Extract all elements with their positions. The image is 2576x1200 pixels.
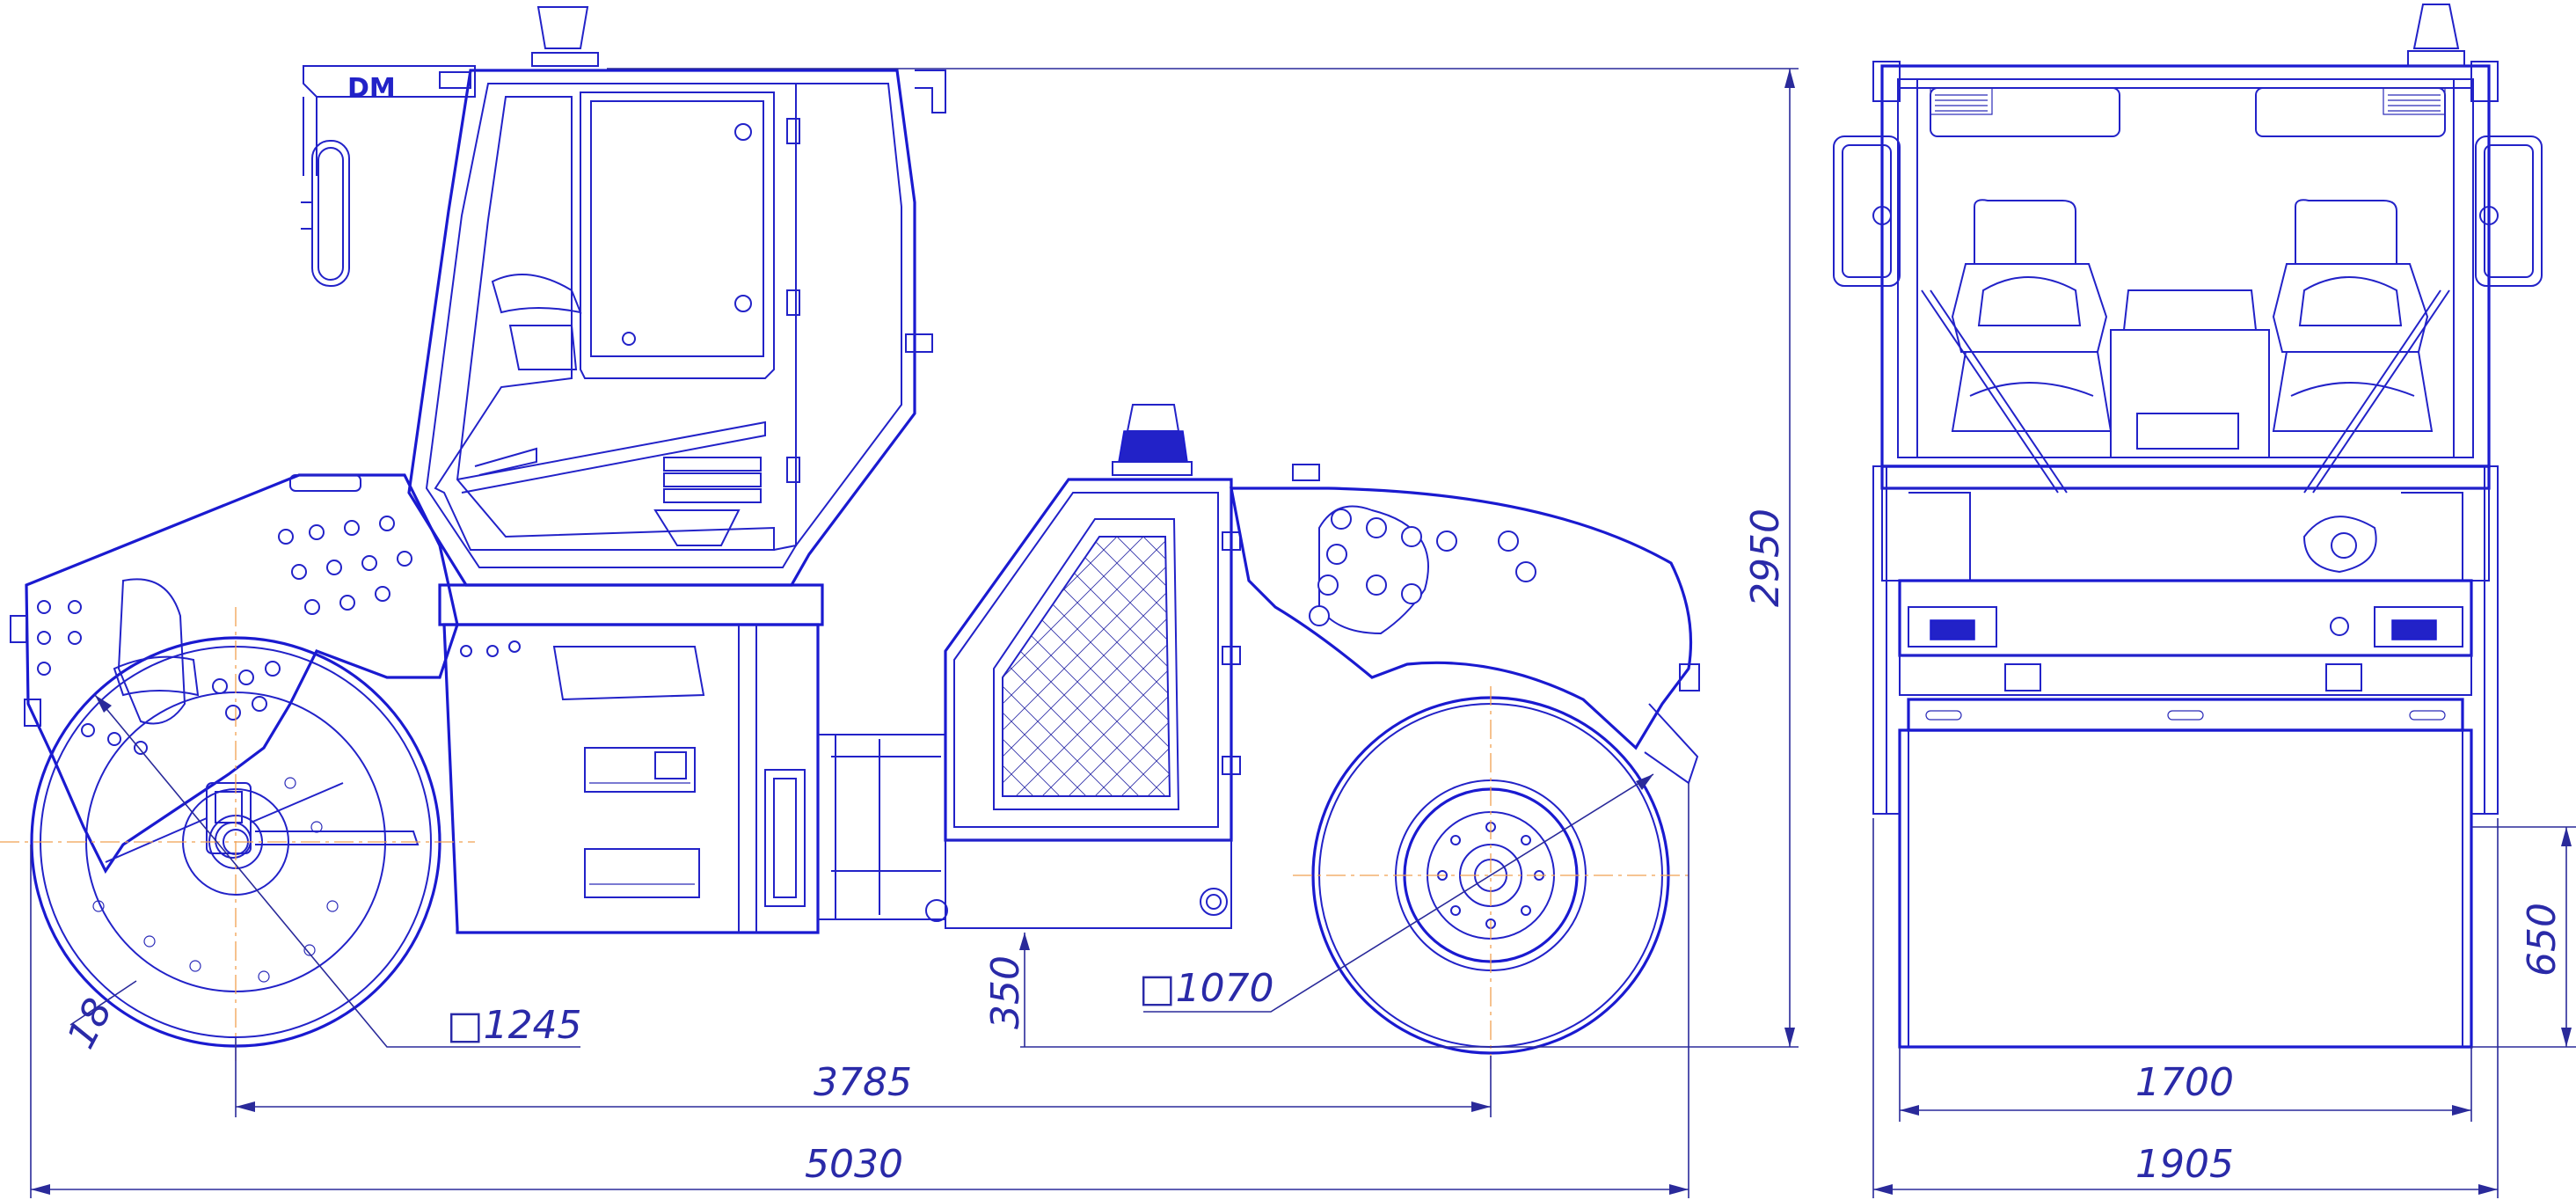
front-dimension-labels: 650 1700 1905 [2135,903,2565,1187]
front-view: 650 1700 1905 [1833,4,2576,1198]
warning-beacon [1112,404,1193,476]
dim-front-view-height: 650 [2520,903,2565,977]
dim-overall-width: 1905 [2135,1142,2234,1187]
cab: DM [301,6,946,587]
seat-right [2272,199,2434,432]
dim-rear-drum-diameter: □1070 [1139,966,1274,1011]
brand-mark-text: DM [347,73,396,104]
dim-wheelbase: 3785 [814,1060,912,1105]
dim-ground-clearance: 350 [983,955,1028,1029]
side-dimensions [30,68,1799,1198]
seat-left [1951,199,2113,432]
dim-front-drum-diameter: □1245 [447,1003,582,1048]
front-frame-band [1880,465,2491,732]
dim-overall-length: 5030 [805,1142,903,1187]
front-frame [10,473,459,874]
side-view: DM [0,6,1799,1198]
front-dimensions [1872,818,2576,1198]
dim-drum-offset: 18 [59,991,121,1056]
front-view-drum [1872,465,2499,1049]
engine-housing [944,404,1320,929]
dim-drum-width: 1700 [2135,1060,2234,1105]
rear-frame [1230,487,1700,785]
chassis-body [438,583,948,934]
front-cab [1833,4,2543,494]
centerlines [0,607,1689,1069]
dim-overall-height: 2950 [1743,509,1788,607]
